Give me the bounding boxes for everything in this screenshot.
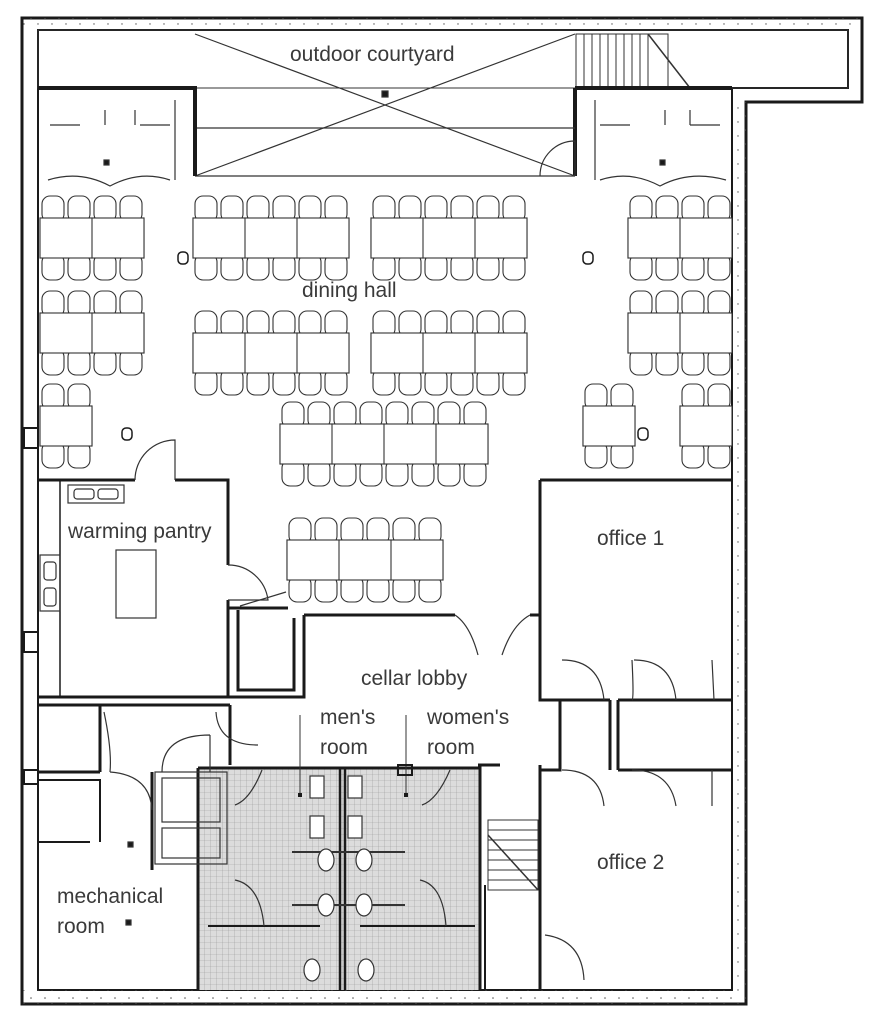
table-group — [192, 310, 350, 396]
table-group — [370, 310, 528, 396]
room-label-outdoor-courtyard: outdoor courtyard — [290, 43, 455, 66]
table-top — [679, 405, 733, 447]
cellar-stair — [487, 819, 539, 891]
mechanical-fixtures — [103, 711, 259, 926]
wall-speckle-top — [22, 18, 862, 30]
room-label-office-1: office 1 — [597, 527, 665, 550]
mens-room-line-2: room — [320, 736, 368, 759]
table-top — [370, 217, 528, 259]
service-block — [228, 606, 540, 699]
table-group — [39, 290, 145, 376]
office-walls — [484, 478, 732, 990]
mechanical-walls — [38, 703, 232, 870]
restroom-fixtures — [208, 769, 475, 982]
mechanical-room-line-1: mechanical — [57, 885, 164, 908]
table-group — [192, 195, 350, 281]
table-top — [582, 405, 636, 447]
mens-room-line-1: men's — [320, 706, 376, 729]
womens-marker — [404, 793, 408, 797]
columns — [121, 251, 649, 441]
pantry-fixtures — [39, 439, 269, 619]
table-top — [286, 539, 444, 581]
room-label-office-2: office 2 — [597, 851, 665, 874]
mens-marker — [298, 793, 302, 797]
room-label-mechanical-room: mechanical room — [57, 882, 163, 942]
table-group — [39, 383, 93, 469]
wall-speckle-bottom — [22, 990, 746, 1004]
mechanical-room-line-2: room — [57, 915, 105, 938]
womens-room-line-1: women's — [427, 706, 510, 729]
left-wall-detail — [23, 427, 39, 785]
room-label-warming-pantry: warming pantry — [68, 520, 212, 543]
warming-pantry — [38, 478, 230, 699]
table-top — [370, 332, 528, 374]
vestibule-right — [539, 86, 732, 187]
table-group — [370, 195, 528, 281]
womens-room-line-2: room — [427, 736, 475, 759]
room-label-mens-room: men's room — [320, 703, 375, 763]
table-group — [279, 401, 489, 487]
table-group — [627, 195, 733, 281]
table-group — [39, 195, 145, 281]
room-label-dining-hall: dining hall — [302, 279, 397, 302]
table-group — [679, 383, 733, 469]
room-label-womens-room: women's room — [427, 703, 509, 763]
dining-tables — [39, 195, 733, 603]
table-top — [192, 217, 350, 259]
table-top — [192, 332, 350, 374]
table-group — [286, 517, 444, 603]
table-top — [39, 405, 93, 447]
office-doors — [454, 614, 715, 981]
restroom-door-marker — [397, 764, 413, 776]
restroom-walls — [196, 766, 482, 990]
wall-speckle-right — [732, 102, 746, 990]
label-leaders — [299, 715, 407, 793]
courtyard-stair — [575, 33, 691, 89]
room-label-cellar-lobby: cellar lobby — [361, 667, 468, 690]
table-group — [627, 290, 733, 376]
vestibule-left — [38, 86, 197, 187]
table-group — [582, 383, 636, 469]
service-door — [239, 591, 287, 607]
